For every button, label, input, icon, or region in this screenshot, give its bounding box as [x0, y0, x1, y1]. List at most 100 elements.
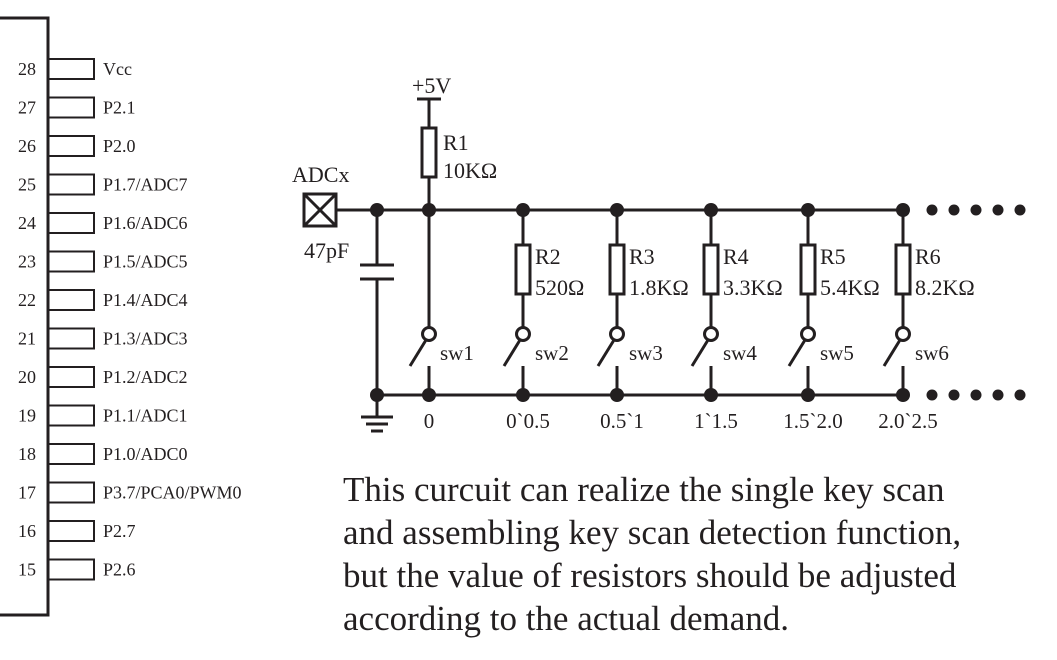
switch-sw5-lever [787, 339, 807, 367]
resistor-r6 [894, 243, 912, 296]
switch-sw3-lever [596, 339, 616, 367]
pin-box [47, 135, 95, 157]
pin-box [47, 58, 95, 80]
switch-label: sw4 [723, 341, 757, 365]
resistor-ladder: R2520Ωsw20`0.5R31.8KΩsw30.5`1R43.3KΩsw41… [502, 210, 975, 433]
pin-box [47, 327, 95, 350]
pin-number: 26 [18, 136, 36, 156]
junction-dot [896, 388, 910, 402]
ic-pin: 26 P2.0 [18, 135, 136, 157]
junction-dot [422, 203, 436, 217]
supply-label: +5V [412, 73, 451, 98]
pin-label: P1.5/ADC5 [103, 252, 188, 272]
pin-box [47, 212, 95, 234]
pin-box [47, 250, 95, 273]
ladder-column-r4: R4 3.3KΩ sw4 1`1.5 [690, 210, 783, 433]
pin-box [47, 289, 95, 311]
pin-number: 18 [18, 444, 36, 464]
pin-number: 20 [18, 367, 36, 387]
pin-box [47, 443, 95, 465]
junction-dot [610, 388, 624, 402]
resistor-r3 [608, 243, 626, 296]
pin-box [47, 481, 95, 504]
junction-dot [801, 203, 815, 217]
continuation-dot [1014, 389, 1026, 401]
switch-label: sw3 [629, 341, 663, 365]
resistor-name: R2 [535, 244, 561, 269]
pin-number: 21 [18, 329, 36, 349]
switch-sw2-contact [515, 326, 531, 342]
junction-dot [370, 203, 384, 217]
r1-name: R1 [443, 130, 469, 155]
pin-box [47, 366, 95, 388]
continuation-dot [1014, 204, 1026, 216]
resistor-r1 [420, 126, 438, 179]
pin-box [47, 96, 95, 119]
continuation-dot [970, 204, 982, 216]
ic-pin: 21 P1.3/ADC3 [18, 327, 188, 350]
description-line: but the value of resistors should be adj… [343, 556, 957, 595]
description-text: This curcuit can realize the single key … [343, 468, 1043, 640]
pin-label: P1.6/ADC6 [103, 213, 188, 233]
switch-sw6-lever [882, 339, 902, 367]
pin-box [47, 558, 95, 581]
continuation-dot [948, 389, 960, 401]
resistor-value: 3.3KΩ [723, 275, 783, 300]
resistor-r5 [799, 243, 817, 296]
pin-number: 25 [18, 175, 36, 195]
pin-label: P2.7 [103, 521, 136, 541]
pin-label: Vcc [103, 59, 132, 79]
pin-box [47, 404, 95, 427]
junction-dot [896, 203, 910, 217]
junction-dot [704, 203, 718, 217]
pin-number: 27 [18, 98, 36, 118]
capacitor-label: 47pF [304, 238, 349, 263]
voltage-range: 1`1.5 [694, 409, 738, 433]
resistor-name: R4 [723, 244, 749, 269]
ic-pin: 19 P1.1/ADC1 [18, 404, 188, 427]
continuation-dot [948, 204, 960, 216]
pin-label: P1.1/ADC1 [103, 406, 188, 426]
switch-sw4-lever [690, 339, 710, 367]
ic-pin: 23 P1.5/ADC5 [18, 250, 188, 273]
resistor-name: R6 [915, 244, 941, 269]
junction-dot [370, 388, 384, 402]
description-line: and assembling key scan detection functi… [343, 513, 962, 552]
switch-sw1-lever [408, 339, 428, 367]
voltage-range: 0.5`1 [600, 409, 644, 433]
switch-label: sw2 [535, 341, 569, 365]
pin-label: P1.0/ADC0 [103, 444, 188, 464]
pin-label: P1.4/ADC4 [103, 290, 188, 310]
resistor-value: 5.4KΩ [820, 275, 880, 300]
switch-sw6-contact [895, 326, 911, 342]
r1-value: 10KΩ [443, 158, 497, 183]
switch-sw1-column: sw1 0 [408, 210, 474, 433]
switch-sw1-contact [421, 326, 437, 342]
switch-sw2-lever [502, 339, 522, 367]
junction-dot [704, 388, 718, 402]
ic-pin: 18 P1.0/ADC0 [18, 443, 188, 465]
pin-label: P2.0 [103, 136, 136, 156]
continuation-dot [926, 389, 938, 401]
continuation-dot [992, 204, 1004, 216]
pin-number: 23 [18, 252, 36, 272]
pin-number: 24 [18, 213, 36, 233]
pin-number: 19 [18, 406, 36, 426]
resistor-name: R5 [820, 244, 846, 269]
voltage-range: 1.5`2.0 [783, 409, 843, 433]
ic-body [0, 16, 50, 617]
continuation-dot [970, 389, 982, 401]
pin-label: P2.6 [103, 560, 136, 580]
pin-label: P1.3/ADC3 [103, 329, 188, 349]
